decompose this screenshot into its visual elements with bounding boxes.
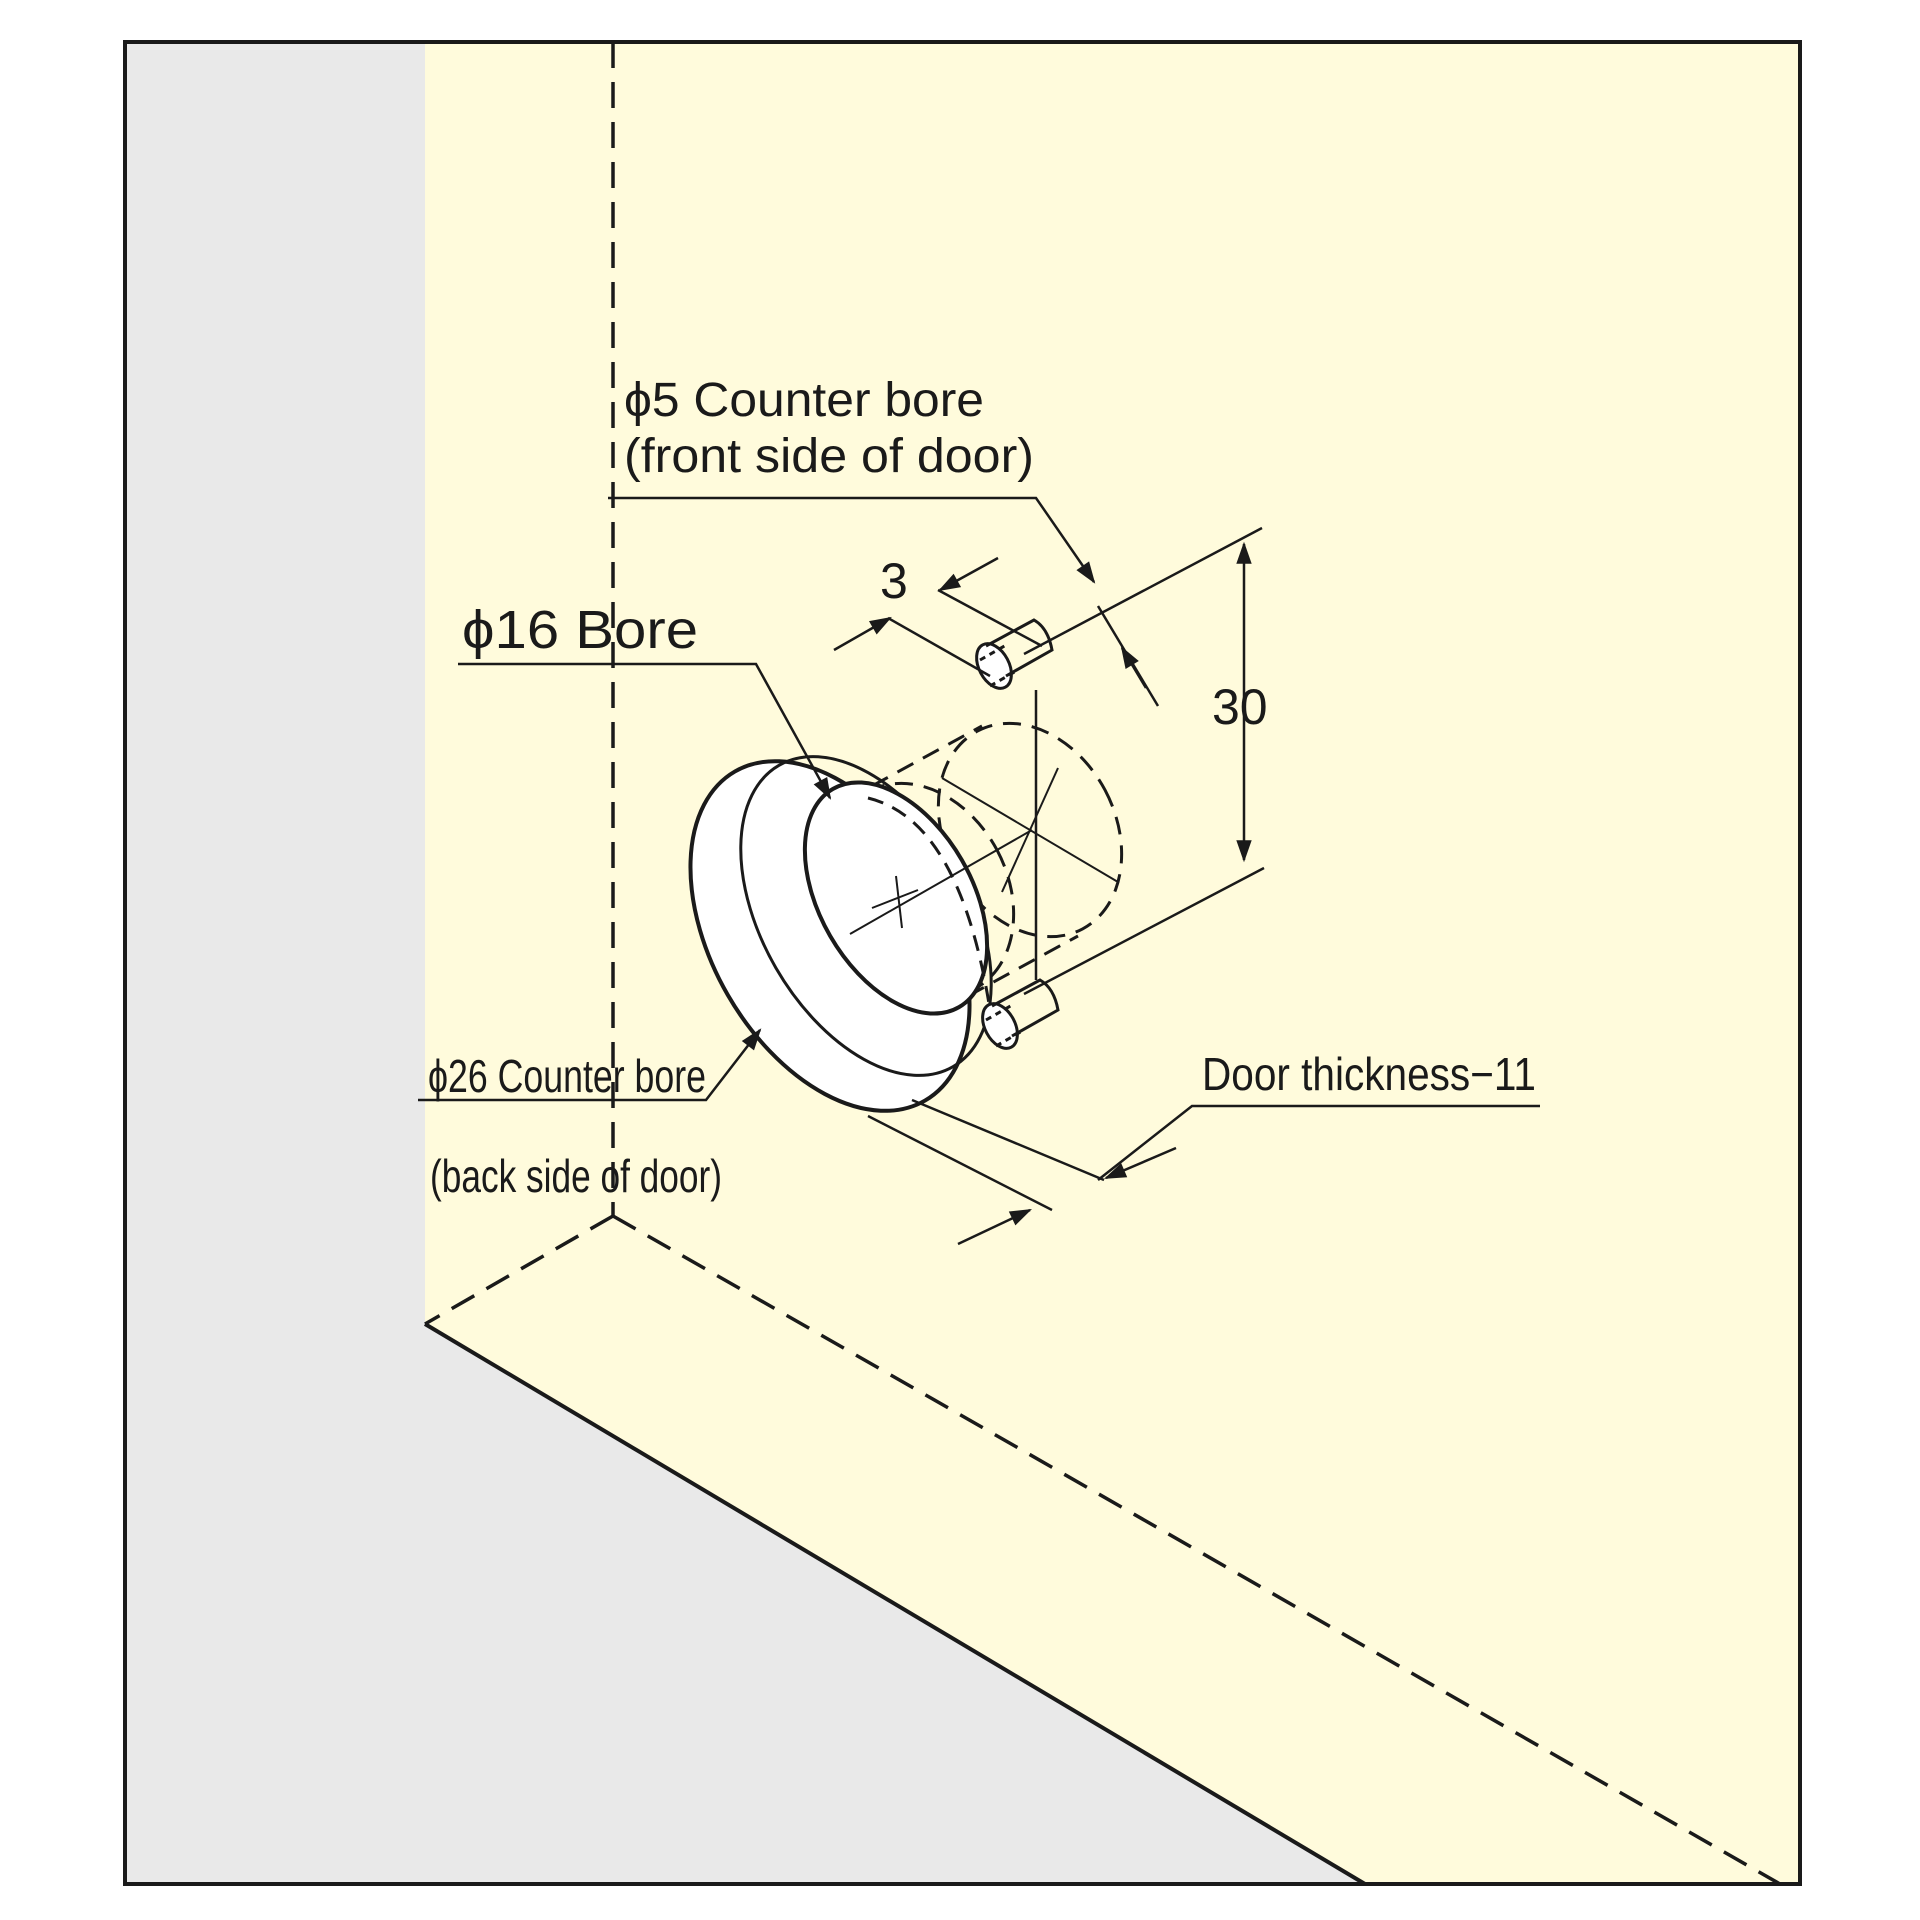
- thickness-extension-near: [911, 1098, 1105, 1182]
- hidden-panel-outline: [424, 42, 1781, 1886]
- offset-extension-right: [937, 588, 1043, 648]
- counterbore-back-leader: [418, 1028, 762, 1102]
- pitch-extension-bottom: [1023, 866, 1265, 996]
- counterbore-front-label-line1: ϕ5 Counter bore: [624, 374, 984, 427]
- pitch-extension-top: [1023, 526, 1263, 656]
- offset-dimension: [833, 556, 1043, 678]
- bore-cylinder-edge-bottom: [967, 934, 1079, 998]
- door-thickness-label: Door thickness−11: [1202, 1048, 1536, 1100]
- bore-opening-shadow: [867, 796, 992, 1011]
- counterbore-front-leader: [608, 496, 1160, 707]
- bore-axis-line: [849, 829, 1033, 935]
- thickness-arrow-lower: [957, 1208, 1032, 1246]
- screw-hole-top: [975, 618, 1054, 690]
- offset-arrow-left: [833, 616, 892, 652]
- bore-center-mark-v: [895, 875, 903, 929]
- door-thickness-dimension: [867, 1098, 1540, 1246]
- bore-far-end-hidden: [936, 721, 1124, 939]
- pitch-dimension: [1023, 526, 1265, 996]
- pitch-value: 30: [1212, 679, 1268, 735]
- offset-arrow-right: [938, 556, 999, 592]
- thickness-leader: [1097, 1104, 1540, 1181]
- door-face: [425, 42, 1800, 1884]
- bore-label: ϕ16 Bore: [462, 600, 698, 660]
- counterbore-front-label-line2: (front side of door): [624, 430, 1034, 483]
- thickness-arrow-upper: [1103, 1146, 1177, 1180]
- offset-value: 3: [880, 553, 908, 609]
- thickness-extension-far: [867, 1114, 1053, 1212]
- screw-hole-bottom: [981, 978, 1060, 1050]
- bore-cylinder-edge-top: [871, 724, 983, 788]
- offset-extension-left: [887, 616, 991, 678]
- bore-center-mark-h: [871, 889, 919, 909]
- cabinet-edge-line: [423, 1322, 1367, 1886]
- counterbore-back-label-line1: ϕ26 Counter bore: [428, 1050, 706, 1102]
- frame-border: [123, 40, 1802, 1886]
- catch-hardware: [688, 618, 1124, 1113]
- counterbore-back-label-line2: (back side of door): [430, 1150, 722, 1202]
- bore-leader: [458, 662, 832, 800]
